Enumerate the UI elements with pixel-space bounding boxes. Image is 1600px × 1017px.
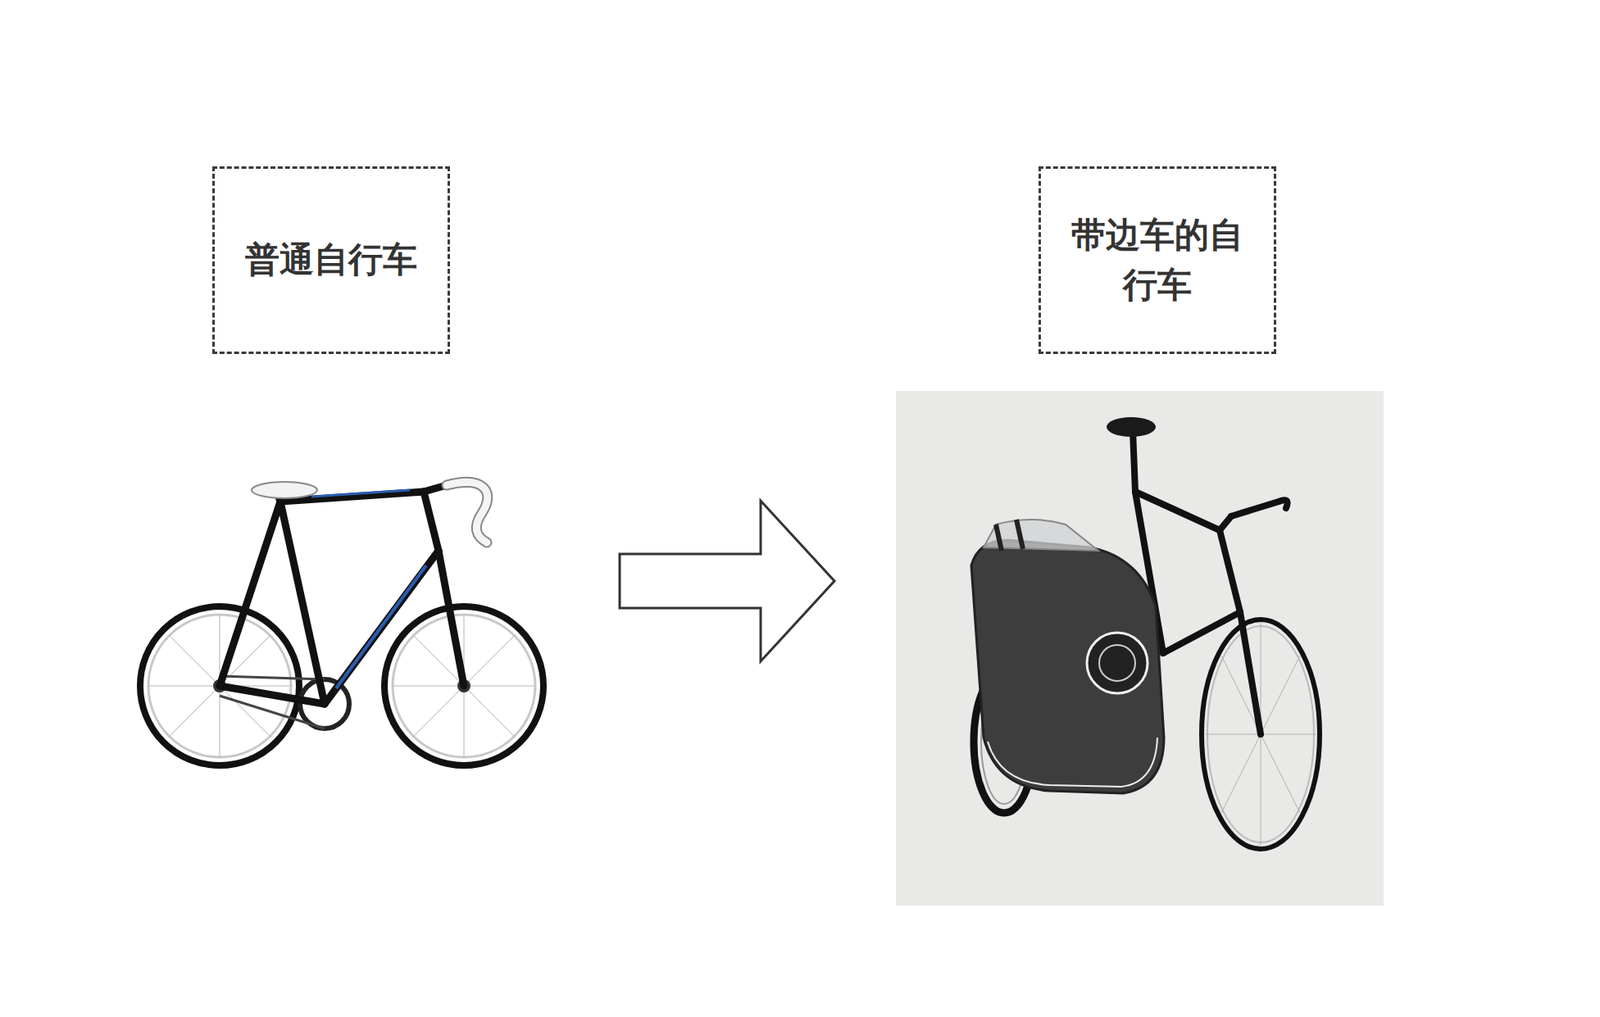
bicycle-panel: 带边车的自行车 <box>834 166 1384 906</box>
dashed-label-box: 普通自行车 <box>212 166 450 355</box>
block-arrow <box>619 500 835 662</box>
bicycle-panel: 普通自行车 <box>140 166 620 801</box>
dashed-label-box: 带边车的自行车 <box>1038 166 1277 355</box>
node-label: 带边车的自行车 <box>1066 210 1249 311</box>
sidecar-bicycle <box>895 390 1384 906</box>
node-label: 普通自行车 <box>245 235 418 286</box>
road-bicycle <box>140 481 544 766</box>
